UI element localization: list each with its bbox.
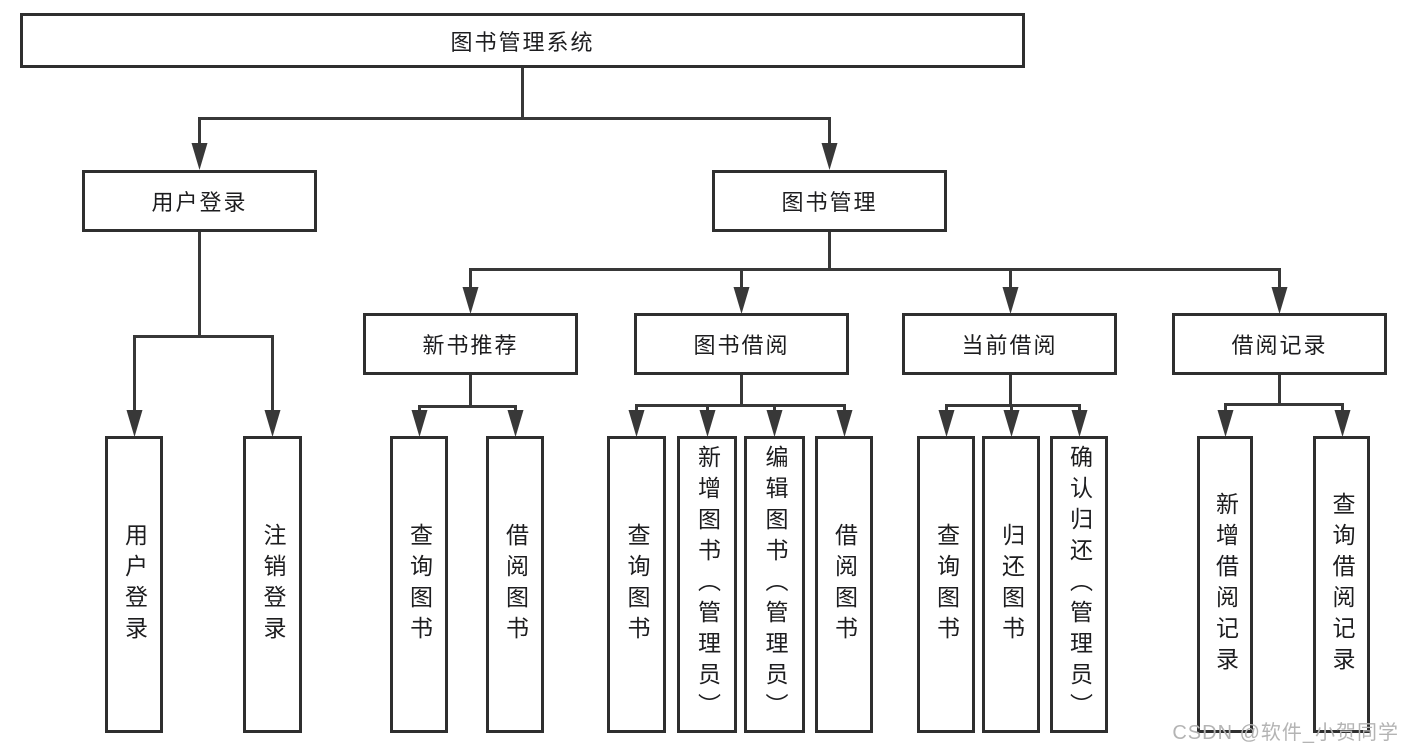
leaf-label: 查询图书: [624, 522, 650, 647]
leaf-borrow-books: 借阅图书: [815, 436, 873, 733]
leaf-return-books: 归还图书: [982, 436, 1040, 733]
leaf-label: 注销登录: [260, 522, 286, 647]
leaf-query-books-borrow: 查询图书: [607, 436, 666, 733]
leaf-label: 查询图书: [406, 522, 433, 647]
connector-records-to-leaves: [1217, 375, 1351, 437]
leaf-confirm-return-admin: 确认归还（管理员）: [1050, 436, 1108, 733]
leaf-user-login: 用户登录: [105, 436, 163, 733]
csdn-watermark: CSDN @软件_小贺同学: [1172, 722, 1399, 744]
leaf-label: 编辑图书（管理员）: [762, 445, 788, 724]
leaf-label: 查询借阅记录: [1329, 491, 1355, 678]
connector-root-to-level2: [191, 68, 838, 170]
leaf-query-books-current: 查询图书: [917, 436, 975, 733]
leaf-add-books-admin: 新增图书（管理员）: [677, 436, 737, 733]
leaf-label: 归还图书: [998, 522, 1025, 647]
node-borrowing-records: 借阅记录: [1172, 313, 1387, 375]
leaf-add-borrow-record: 新增借阅记录: [1197, 436, 1253, 733]
node-user-login: 用户登录: [82, 170, 317, 232]
leaf-query-borrow-record: 查询借阅记录: [1313, 436, 1370, 733]
node-book-borrowing: 图书借阅: [634, 313, 849, 375]
leaf-label: 借阅图书: [502, 522, 529, 647]
leaf-label: 查询图书: [933, 522, 960, 647]
leaf-label: 用户登录: [121, 522, 148, 647]
connector-borrow-to-leaves: [628, 375, 853, 437]
connector-user-login-to-leaves: [126, 232, 281, 437]
node-current-borrowing: 当前借阅: [902, 313, 1117, 375]
connector-book-management-to-level3: [462, 232, 1288, 314]
leaf-logout: 注销登录: [243, 436, 302, 733]
connector-current-to-leaves: [938, 375, 1088, 437]
connector-recommend-to-leaves: [411, 375, 524, 437]
node-book-management: 图书管理: [712, 170, 947, 232]
leaf-label: 借阅图书: [831, 522, 858, 647]
leaf-edit-books-admin: 编辑图书（管理员）: [744, 436, 805, 733]
leaf-query-books-recommend: 查询图书: [390, 436, 448, 733]
node-new-book-recommend: 新书推荐: [363, 313, 578, 375]
node-root-library-system: 图书管理系统: [20, 13, 1025, 68]
leaf-borrow-books-recommend: 借阅图书: [486, 436, 544, 733]
leaf-label: 新增借阅记录: [1212, 491, 1239, 678]
leaf-label: 确认归还（管理员）: [1066, 445, 1093, 724]
leaf-label: 新增图书（管理员）: [694, 445, 721, 724]
